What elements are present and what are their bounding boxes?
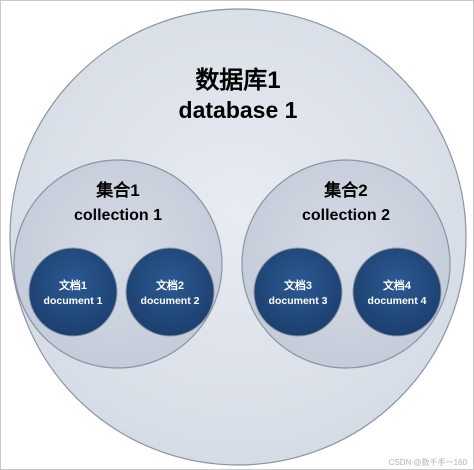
document-3-circle bbox=[253, 247, 343, 337]
document-2-circle bbox=[125, 247, 215, 337]
database-title-en: database 1 bbox=[179, 97, 298, 123]
document-4-circle bbox=[352, 247, 442, 337]
collection-1-title-en: collection 1 bbox=[74, 207, 162, 224]
watermark: CSDN @数千手一160 bbox=[389, 457, 468, 467]
document-1-label-cn: 文档1 bbox=[59, 278, 87, 292]
document-2-label-en: document 2 bbox=[141, 295, 200, 307]
document-3-label-en: document 3 bbox=[269, 295, 328, 307]
document-4-label-en: document 4 bbox=[368, 295, 427, 307]
document-1-circle bbox=[28, 247, 118, 337]
document-2-label-cn: 文档2 bbox=[156, 278, 184, 292]
document-1-label-en: document 1 bbox=[44, 295, 103, 307]
collection-2-title-en: collection 2 bbox=[302, 207, 390, 224]
collection-1-title-cn: 集合1 bbox=[95, 180, 139, 200]
database-title-cn: 数据库1 bbox=[195, 67, 280, 94]
collection-2-title-cn: 集合2 bbox=[323, 180, 367, 200]
document-3-label-cn: 文档3 bbox=[284, 278, 312, 292]
document-4-label-cn: 文档4 bbox=[383, 278, 412, 292]
